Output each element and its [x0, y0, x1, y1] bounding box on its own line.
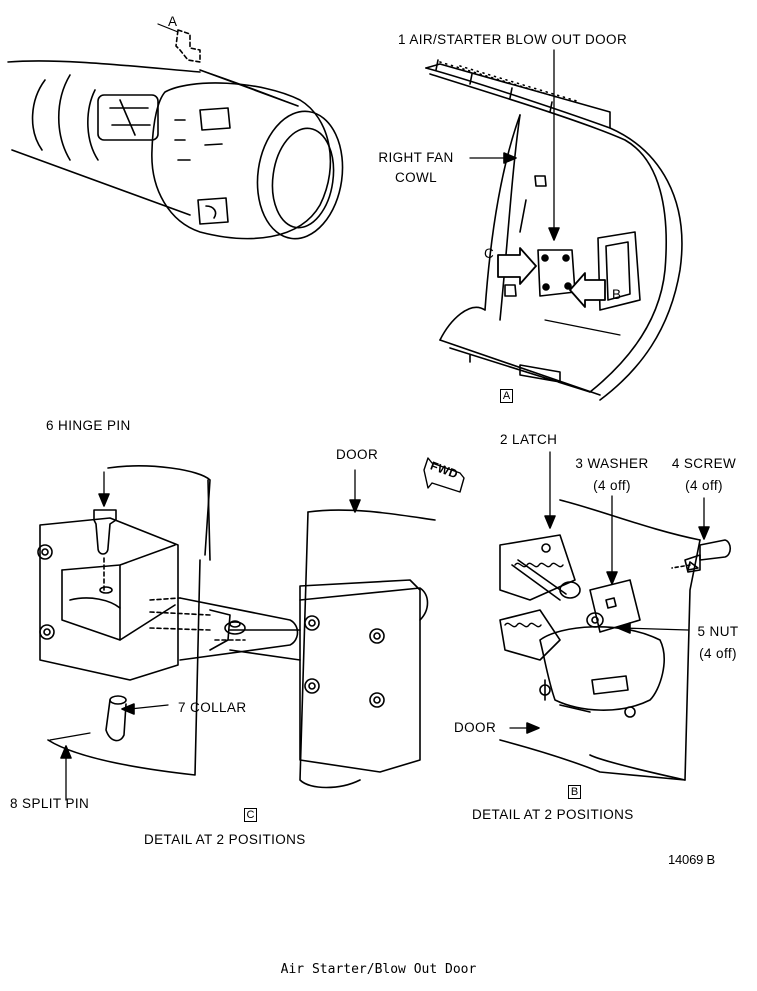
door-label-detail-c: DOOR [336, 447, 379, 462]
view-a-box-tag: A [500, 389, 513, 403]
nut-label-name: 5 NUT [697, 624, 739, 639]
figure-caption: Air Starter/Blow Out Door [280, 962, 477, 977]
right-fan-cowl-label-line1: RIGHT FAN [378, 150, 454, 165]
screw-label-name: 4 SCREW [671, 456, 737, 471]
air-starter-blow-out-door-label: 1 AIR/STARTER BLOW OUT DOOR [398, 32, 628, 47]
screw-label-qty: (4 off) [685, 478, 723, 493]
detail-b-caption: DETAIL AT 2 POSITIONS [472, 807, 634, 822]
arrow-c-label: C [484, 246, 495, 261]
latch-label: 2 LATCH [500, 432, 558, 447]
washer-label-qty: (4 off) [593, 478, 631, 493]
door-label-detail-b: DOOR [454, 720, 497, 735]
split-pin-label: 8 SPLIT PIN [10, 796, 90, 811]
collar-label: 7 COLLAR [178, 700, 247, 715]
right-fan-cowl-illustration [425, 49, 683, 401]
view-a-reference-letter: A [168, 14, 178, 29]
washer-label: 3 WASHER (4 off) [560, 456, 664, 494]
hinge-pin-label: 6 HINGE PIN [46, 418, 131, 433]
figure-number: 14069 B [668, 852, 716, 867]
hinge-assembly-illustration [37, 457, 465, 801]
washer-label-name: 3 WASHER [575, 456, 649, 471]
right-fan-cowl-label-line2: COWL [394, 170, 438, 185]
nut-label: 5 NUT (4 off) [690, 624, 746, 662]
detail-c-box-tag: C [244, 808, 257, 822]
arrow-b-label: B [612, 287, 622, 302]
detail-c-caption: DETAIL AT 2 POSITIONS [144, 832, 306, 847]
latch-assembly-illustration [499, 451, 732, 781]
detail-b-box-tag: B [568, 785, 581, 799]
engine-nacelle-illustration [7, 23, 344, 240]
nut-label-qty: (4 off) [699, 646, 737, 661]
right-fan-cowl-label: RIGHT FAN COWL [370, 150, 462, 186]
screw-label: 4 SCREW (4 off) [664, 456, 744, 494]
